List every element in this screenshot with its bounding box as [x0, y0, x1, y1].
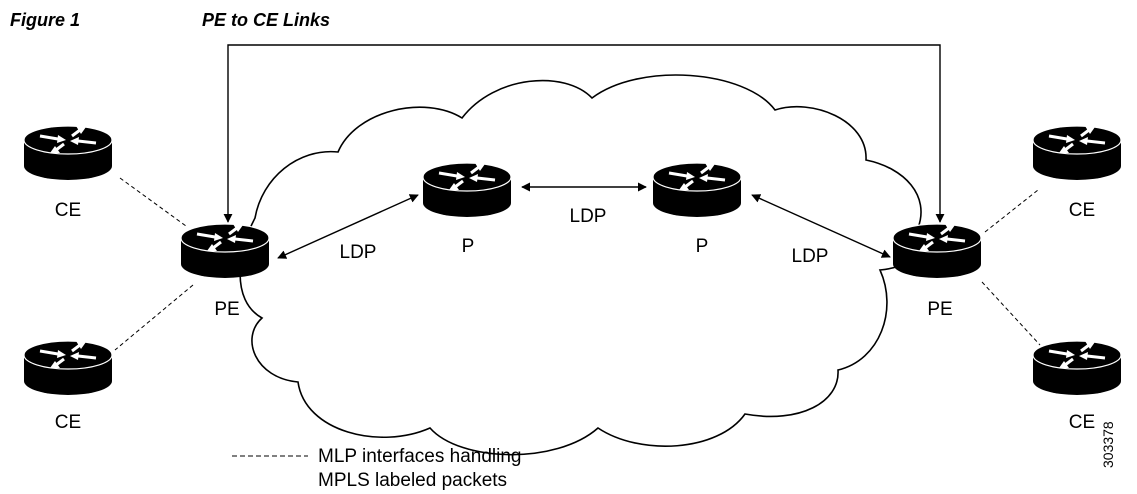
label-pe-right: PE: [927, 299, 952, 320]
label-ce-bottom-right: CE: [1069, 412, 1095, 433]
mlp-link-ce-top-right: [984, 189, 1039, 233]
ldp-link-p-right-pe-right: [751, 194, 891, 258]
figure-id: 303378: [1100, 421, 1116, 468]
mlp-link-ce-top-left: [119, 177, 187, 227]
label-p-left: P: [462, 236, 475, 257]
label-ldp-middle: LDP: [570, 206, 607, 227]
legend-line-1: MLP interfaces handling: [318, 446, 522, 467]
router-icon: [651, 161, 743, 219]
router-icon: [1031, 339, 1123, 397]
mlp-link-ce-bottom-left: [114, 284, 194, 351]
ldp-link-pe-left-p-left: [277, 194, 419, 259]
label-ce-bottom-left: CE: [55, 412, 81, 433]
router-icon: [22, 339, 114, 397]
router-icon: [22, 124, 114, 182]
mlp-link-ce-bottom-right: [981, 281, 1041, 346]
figure-number: Figure 1: [10, 10, 81, 30]
label-ce-top-right: CE: [1069, 200, 1095, 221]
legend-line-2: MPLS labeled packets: [318, 470, 508, 491]
label-p-right: P: [696, 236, 709, 257]
router-icon: [1031, 124, 1123, 182]
figure-title: PE to CE Links: [202, 10, 331, 30]
pe-to-pe-link: [223, 44, 945, 223]
label-pe-left: PE: [214, 299, 239, 320]
router-icon: [179, 222, 271, 280]
router-icon: [891, 222, 983, 280]
label-ldp-left: LDP: [340, 242, 377, 263]
mpls-cloud: [239, 74, 924, 456]
router-icon: [421, 161, 513, 219]
label-ldp-right: LDP: [792, 246, 829, 267]
label-ce-top-left: CE: [55, 200, 81, 221]
